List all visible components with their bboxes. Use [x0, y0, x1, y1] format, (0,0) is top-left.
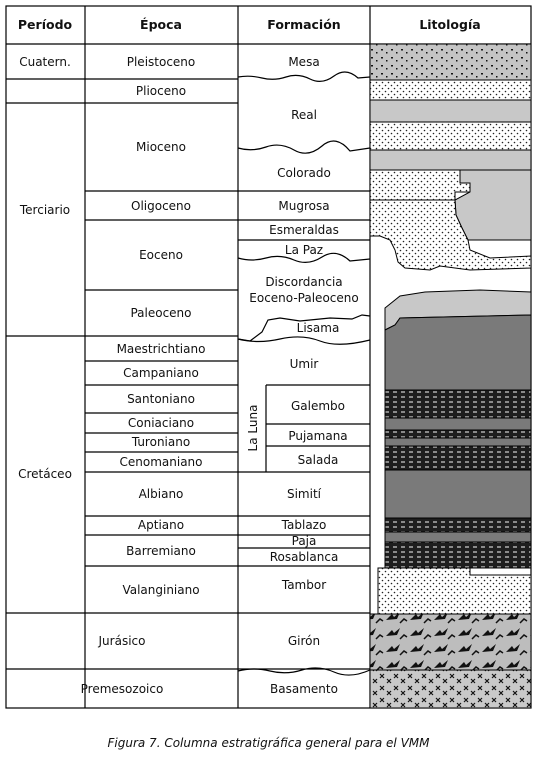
header-formacion: Formación: [267, 17, 340, 32]
lithology-galembo-shale: [384, 417, 532, 431]
epoch-label: Valanginiano: [122, 583, 199, 597]
formation-label: La Paz: [285, 243, 323, 257]
lithology-column: [369, 43, 532, 709]
period-label: Terciario: [19, 203, 70, 217]
epoch-label: Paleoceno: [130, 306, 191, 320]
formation-label: Salada: [298, 453, 339, 467]
epoch-label: Turoniano: [131, 435, 190, 449]
lithology-rosablanca: [384, 541, 532, 569]
formation-label: Eoceno-Paleoceno: [249, 291, 358, 305]
epoch-label: Coniaciano: [128, 416, 194, 430]
lithology-tambor: [377, 567, 532, 615]
lithology-giron: [369, 613, 532, 671]
lithology-mesa: [369, 43, 532, 81]
header-litologia: Litología: [419, 17, 480, 32]
lithology-real-lower: [369, 121, 532, 151]
epoch-label: Santoniano: [127, 392, 195, 406]
formation-label: Umir: [290, 357, 319, 371]
epoch-label: Eoceno: [139, 248, 183, 262]
lithology-pujamana-shale: [384, 437, 532, 447]
formation-label: Mugrosa: [278, 199, 329, 213]
epoch-label: Campaniano: [123, 366, 199, 380]
figure-caption: Figura 7. Columna estratigráfica general…: [107, 736, 430, 750]
formation-label: Real: [291, 108, 317, 122]
epoch-label: Albiano: [139, 487, 184, 501]
epoch-label: Mioceno: [136, 140, 186, 154]
epoch-label: Plioceno: [136, 84, 186, 98]
lithology-esmeraldas-lapaz: [369, 199, 532, 271]
formation-label: Tambor: [281, 578, 326, 592]
epoch-label: Oligoceno: [131, 199, 191, 213]
period-label: Cuatern.: [19, 55, 71, 69]
formation-label: Colorado: [277, 166, 331, 180]
period-label: Premesozoico: [81, 682, 164, 696]
formation-label: Rosablanca: [270, 550, 339, 564]
lithology-salada-band: [384, 445, 532, 471]
formation-label: Esmeraldas: [269, 223, 339, 237]
lithology-real-mud: [369, 99, 532, 123]
header-epoca: Época: [140, 17, 182, 32]
formation-label: Lisama: [297, 321, 340, 335]
lithology-colorado: [369, 149, 532, 171]
period-label: Jurásico: [98, 634, 146, 648]
formation-label: Basamento: [270, 682, 338, 696]
epoch-label: Cenomaniano: [120, 455, 203, 469]
formation-label: Pujamana: [288, 429, 347, 443]
lithology-colorado-sand: [369, 169, 471, 201]
epoch-label: Maestrichtiano: [117, 342, 206, 356]
unconformity-lines: [237, 71, 371, 676]
formation-label: Simití: [287, 487, 322, 501]
lithology-tablazo: [384, 517, 532, 533]
formation-label-vertical: La Luna: [246, 405, 260, 452]
formation-label: Galembo: [291, 399, 345, 413]
formation-label: Tablazo: [281, 518, 327, 532]
lithology-mugrosa: [454, 169, 532, 241]
epoch-label: Pleistoceno: [127, 55, 196, 69]
lithology-umir: [384, 314, 532, 391]
lithology-basamento: [369, 669, 532, 709]
lithology-real-upper: [369, 79, 532, 101]
formation-label: Girón: [288, 634, 320, 648]
formation-label: Mesa: [288, 55, 319, 69]
period-label: Cretáceo: [18, 467, 72, 481]
lithology-pujamana-band: [384, 429, 532, 439]
lithology-paja: [384, 531, 532, 543]
lithology-simiti: [384, 469, 532, 519]
formation-label: Discordancia: [265, 275, 342, 289]
lithology-galembo-band: [384, 389, 532, 419]
epoch-label: Barremiano: [126, 544, 196, 558]
header-periodo: Período: [18, 17, 73, 32]
epoch-label: Aptiano: [138, 518, 184, 532]
formation-label: Paja: [292, 534, 317, 548]
